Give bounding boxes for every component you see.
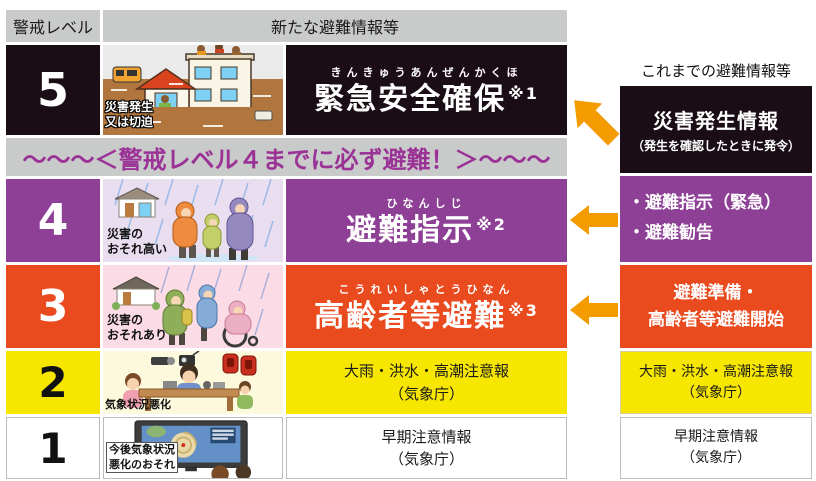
level-1-number: 1 xyxy=(6,417,100,479)
level-3-row: 3 xyxy=(6,265,567,348)
footnote-ref-2: ※2 xyxy=(476,214,507,234)
level-3-action-label: 高齢者等避難※3 xyxy=(314,298,539,334)
level-4-number: 4 xyxy=(6,179,100,262)
arrow-left-level3-icon xyxy=(570,295,618,325)
flood-illustration xyxy=(103,45,283,135)
warning-level-table: 警戒レベル 新たな避難情報等 5 xyxy=(6,10,567,481)
level-1-info: 早期注意情報 （気象庁） xyxy=(286,417,567,479)
level-5-number: 5 xyxy=(6,45,100,135)
level-4-action-label: 避難指示※2 xyxy=(346,212,507,248)
evacuate-by-level4-banner: 〜〜〜＜警戒レベル４までに必ず避難！＞〜〜〜 xyxy=(6,138,567,176)
level-3-furigana: こうれいしゃとうひなん xyxy=(338,282,515,296)
level-5-condition-label: 災害発生 又は切迫 xyxy=(105,99,154,130)
previous-info-early-warning: 早期注意情報 （気象庁） xyxy=(620,417,812,479)
level-5-image: 災害発生 又は切迫 xyxy=(103,45,283,135)
level-5-row: 5 xyxy=(6,45,567,135)
arrow-up-left-icon xyxy=(574,100,620,146)
level-1-image: 今後気象状況 悪化のおそれ xyxy=(103,417,283,479)
table-header: 警戒レベル 新たな避難情報等 xyxy=(6,10,567,42)
footnote-ref-1: ※1 xyxy=(508,84,539,103)
previous-info-title: これまでの避難情報等 xyxy=(640,61,791,80)
level-3-condition-label: 災害の おそれあり xyxy=(107,312,168,343)
previous-info-disaster-occurrence: 災害発生情報 （発生を確認したときに発令） xyxy=(620,86,812,173)
level-2-image: 気象状況悪化 xyxy=(103,351,283,414)
level-4-image: 災害の おそれ高い xyxy=(103,179,283,262)
level-3-number: 3 xyxy=(6,265,100,348)
level-2-condition-label: 気象状況悪化 xyxy=(105,397,171,411)
emergency-kit-illustration xyxy=(123,351,257,411)
level-4-furigana: ひなんしじ xyxy=(386,196,467,210)
previous-info-evacuation-order: ・避難指示（緊急） ・避難勧告 xyxy=(620,176,812,262)
level-1-row: 1 xyxy=(6,417,567,479)
previous-info-column: これまでの避難情報等 災害発生情報 （発生を確認したときに発令） ・避難指示（緊… xyxy=(620,56,812,479)
level-5-furigana: きんきゅうあんぜんかくほ xyxy=(330,66,523,79)
previous-info-advisory: 大雨・洪水・高潮注意報 （気象庁） xyxy=(620,351,812,414)
level-1-condition-label: 今後気象状況 悪化のおそれ xyxy=(106,442,178,473)
level-3-image: 災害の おそれあり xyxy=(103,265,283,348)
level-5-action-label: 緊急安全確保※1 xyxy=(314,82,539,117)
level-4-action: ひなんしじ 避難指示※2 xyxy=(286,179,567,262)
rain-evacuation-illustration xyxy=(114,179,274,262)
level-3-action: こうれいしゃとうひなん 高齢者等避難※3 xyxy=(286,265,567,348)
level-5-action: きんきゅうあんぜんかくほ 緊急安全確保※1 xyxy=(286,45,567,135)
level-2-row: 2 xyxy=(6,351,567,414)
footnote-ref-3: ※3 xyxy=(508,300,539,320)
level-4-row: 4 xyxy=(6,179,567,262)
previous-info-evacuation-preparation: 避難準備・ 高齢者等避難開始 xyxy=(620,265,812,348)
level-2-info: 大雨・洪水・高潮注意報 （気象庁） xyxy=(286,351,567,414)
level-4-condition-label: 災害の おそれ高い xyxy=(107,226,168,257)
arrow-left-level4-icon xyxy=(570,205,618,235)
level-column-header: 警戒レベル xyxy=(6,10,100,42)
wheelchair-evacuation-illustration xyxy=(112,265,270,348)
level-2-number: 2 xyxy=(6,351,100,414)
new-info-column-header: 新たな避難情報等 xyxy=(103,10,567,42)
